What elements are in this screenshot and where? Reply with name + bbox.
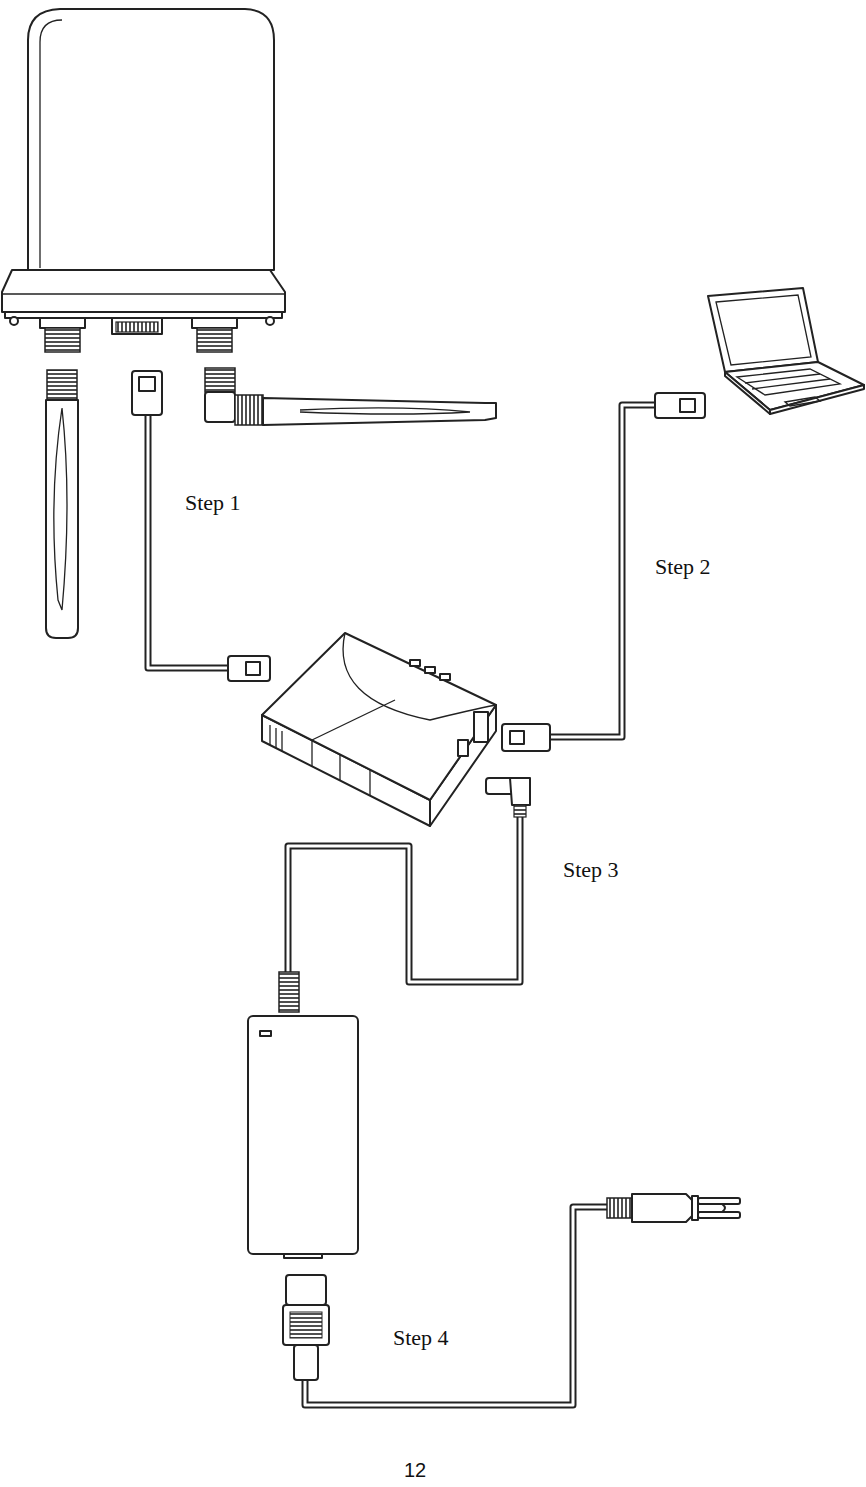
power-adapter <box>248 972 358 1258</box>
step-label: Step 3 <box>560 856 622 883</box>
step-label: Step 2 <box>652 553 714 580</box>
ac-cord <box>283 1194 740 1380</box>
step-label: Step 1 <box>182 489 244 516</box>
outdoor-unit <box>2 9 285 352</box>
page-number: 12 <box>401 1458 429 1483</box>
poe-injector <box>262 633 496 826</box>
dc-plug <box>486 778 530 817</box>
antenna-right <box>205 368 496 425</box>
laptop <box>708 288 864 414</box>
cables <box>148 405 655 1405</box>
step-label: Step 4 <box>390 1324 452 1351</box>
antenna-left <box>46 370 78 638</box>
